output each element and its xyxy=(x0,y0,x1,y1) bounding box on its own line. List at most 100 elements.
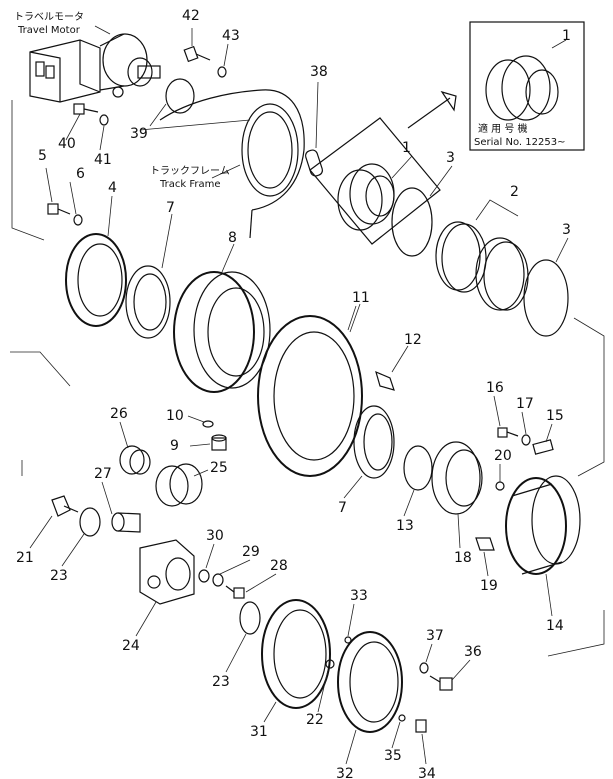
callout-23-upper: 23 xyxy=(50,568,68,584)
ring-13 xyxy=(403,445,433,491)
callout-28: 28 xyxy=(270,558,288,574)
callout-32: 32 xyxy=(336,766,354,779)
callout-40: 40 xyxy=(58,136,76,152)
arrow-to-inset xyxy=(407,90,457,129)
callout-26: 26 xyxy=(110,406,128,422)
callout-24: 24 xyxy=(122,638,140,654)
connector-left-upper xyxy=(11,100,45,241)
callout-leaders xyxy=(29,103,569,765)
callout-10: 10 xyxy=(166,408,184,424)
callout-5: 5 xyxy=(38,148,47,164)
callout-41: 41 xyxy=(94,152,112,168)
washer-29 xyxy=(212,573,224,587)
gear-25 xyxy=(155,463,203,507)
plug-10 xyxy=(202,420,214,428)
callout-7-upper: 7 xyxy=(166,200,175,216)
pin-20 xyxy=(495,481,505,491)
washer-37 xyxy=(419,662,429,674)
bolt-5 xyxy=(45,167,71,215)
plate-15 xyxy=(532,439,554,455)
drum-14 xyxy=(505,475,581,575)
travel-motor-jp-caption: トラベルモータ xyxy=(14,11,84,23)
connector-right-lower xyxy=(547,610,605,657)
callout-19: 19 xyxy=(480,578,498,594)
callout-3-right: 3 xyxy=(562,222,571,238)
sprocket-11 xyxy=(257,303,363,477)
ball-35 xyxy=(398,714,406,722)
callout-1: 1 xyxy=(402,140,411,156)
serial-number-caption: Serial No. 12253~ xyxy=(474,137,565,148)
callout-15: 15 xyxy=(546,408,564,424)
callout-35: 35 xyxy=(384,748,402,764)
callout-11: 11 xyxy=(352,290,370,306)
callout-9: 9 xyxy=(170,438,179,454)
bolt-42 xyxy=(183,28,211,63)
o-ring-3-upper xyxy=(391,187,433,257)
callout-34: 34 xyxy=(418,766,436,779)
gear-32 xyxy=(337,631,403,733)
washer-6 xyxy=(73,214,83,226)
callout-3-upper: 3 xyxy=(446,150,455,166)
callout-42: 42 xyxy=(182,8,200,24)
washer-30 xyxy=(198,569,210,583)
floating-seal-2 xyxy=(435,199,529,311)
callout-38: 38 xyxy=(310,64,328,80)
plug-33 xyxy=(344,636,352,644)
callout-27: 27 xyxy=(94,466,112,482)
callout-18: 18 xyxy=(454,550,472,566)
callout-16: 16 xyxy=(486,380,504,396)
washer-41 xyxy=(99,114,109,126)
bolt-16 xyxy=(497,427,519,438)
callout-1-inset: 1 xyxy=(562,28,571,44)
callout-4: 4 xyxy=(108,180,117,196)
carrier-24 xyxy=(139,539,195,605)
callout-6: 6 xyxy=(76,166,85,182)
shaft-27 xyxy=(111,512,141,533)
callout-43: 43 xyxy=(222,28,240,44)
callout-17: 17 xyxy=(516,396,534,412)
travel-motor-caption: Travel Motor xyxy=(17,25,81,36)
plug-9 xyxy=(211,434,227,451)
hub-8 xyxy=(173,243,271,393)
pin-38 xyxy=(304,81,324,177)
callout-33: 33 xyxy=(350,588,368,604)
bolt-12 xyxy=(375,345,409,391)
ring-23-upper xyxy=(79,507,101,537)
callout-8: 8 xyxy=(228,230,237,246)
callout-23-lower: 23 xyxy=(212,674,230,690)
callout-20: 20 xyxy=(494,448,512,464)
track-frame-jp-caption: トラックフレーム xyxy=(150,165,230,177)
bolt-40 xyxy=(73,103,99,115)
callout-25: 25 xyxy=(210,460,228,476)
callout-31: 31 xyxy=(250,724,268,740)
track-frame xyxy=(139,89,305,239)
callout-29: 29 xyxy=(242,544,260,560)
travel-motor xyxy=(29,25,161,103)
connector-right-upper xyxy=(573,317,605,477)
washer-17 xyxy=(521,434,531,446)
callout-22: 22 xyxy=(306,712,324,728)
ball-22 xyxy=(325,659,335,669)
bearing-26 xyxy=(119,445,151,475)
track-frame-caption: Track Frame xyxy=(159,179,221,190)
connector-left-middle xyxy=(10,351,71,387)
callout-36: 36 xyxy=(464,644,482,660)
applicable-jp-caption: 適 用 号 機 xyxy=(478,122,528,135)
bolt-28 xyxy=(225,585,245,599)
callout-13: 13 xyxy=(396,518,414,534)
callout-21: 21 xyxy=(16,550,34,566)
bolt-36 xyxy=(429,675,453,691)
bolt-21 xyxy=(51,495,79,517)
callout-12: 12 xyxy=(404,332,422,348)
bearing-7-middle xyxy=(353,405,395,479)
inset-box xyxy=(469,21,585,151)
bearing-7-upper xyxy=(125,213,173,339)
ring-23-lower xyxy=(239,601,261,635)
bolt-34 xyxy=(415,719,427,733)
ring-gear-31 xyxy=(261,599,331,709)
callout-30: 30 xyxy=(206,528,224,544)
callout-14: 14 xyxy=(546,618,564,634)
callout-2: 2 xyxy=(510,184,519,200)
o-ring-3-right xyxy=(523,259,569,337)
